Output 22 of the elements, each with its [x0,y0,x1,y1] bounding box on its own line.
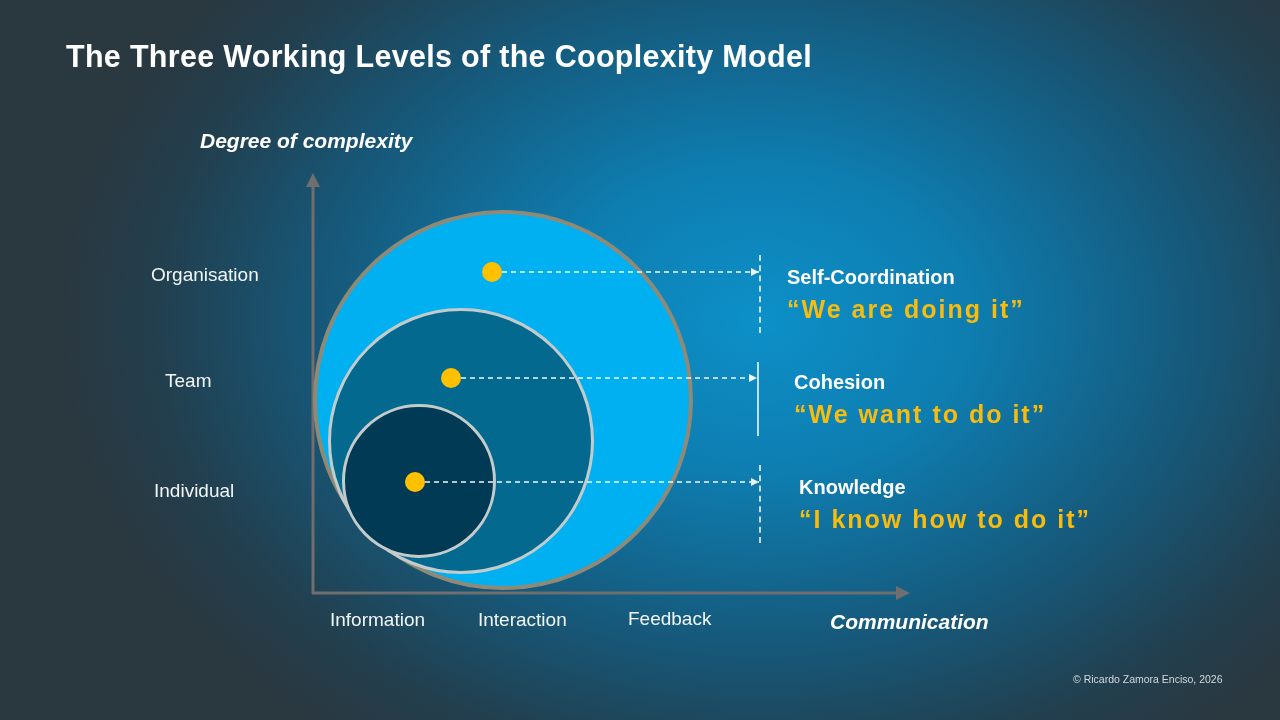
axis-title: Communication [830,609,989,635]
axis-label: Individual [154,480,235,503]
dashed-arrow [424,478,760,486]
quote-text: “We want to do it” [794,398,1047,429]
axis-label: Interaction [478,609,567,632]
axis-label: Team [165,370,212,393]
axis-label: Organisation [151,264,259,287]
dot-marker [482,262,502,282]
quote-text: “I know how to do it” [799,503,1091,534]
dot-marker [441,368,461,388]
level-heading: Self-Coordination [787,264,955,289]
axis-label: Feedback [628,608,712,631]
quote-text: “We are doing it” [787,293,1025,324]
axis-title: Degree of complexity [200,128,413,154]
diagram-title: The Three Working Levels of the Cooplexity Model [66,39,812,74]
level-heading: Cohesion [794,369,886,394]
level-heading: Knowledge [799,474,906,499]
dashed-arrow [460,374,758,382]
dot-marker [405,472,425,492]
dashed-arrow [501,268,760,276]
copyright-text: © Ricardo Zamora Enciso, 2026 [1073,673,1223,686]
axis-label: Information [330,609,426,632]
